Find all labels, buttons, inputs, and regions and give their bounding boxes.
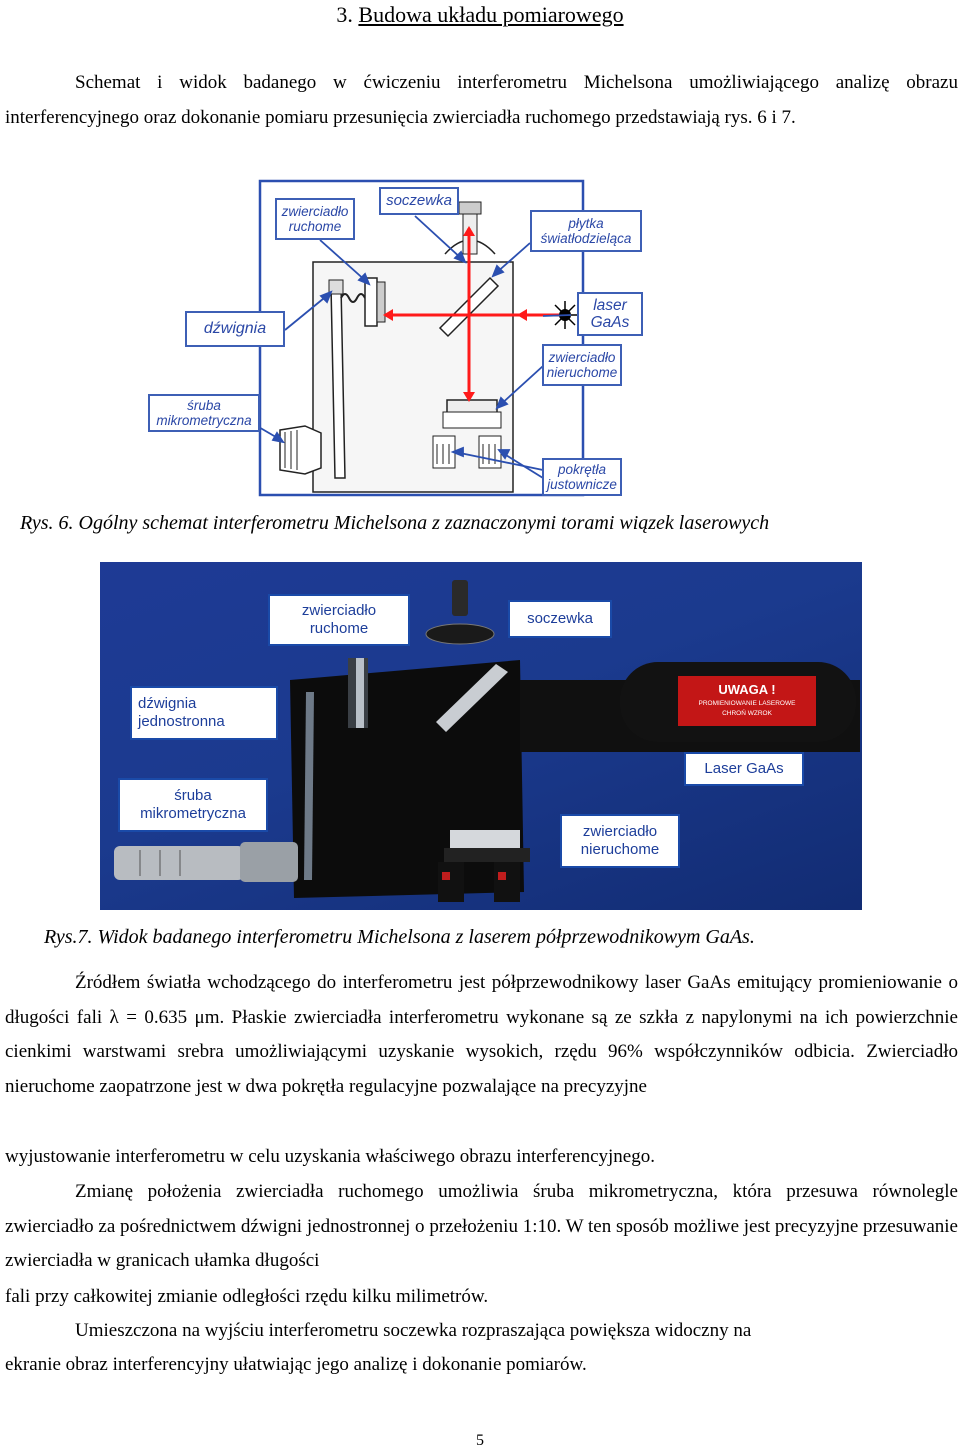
paragraph-lens: Umieszczona na wyjściu interferometru so…: [5, 1314, 958, 1349]
label-lens: soczewka: [379, 187, 459, 215]
page-number: 5: [476, 1432, 484, 1449]
figure-6-schematic: zwierciadło ruchome soczewka płytka świa…: [145, 178, 650, 498]
photo-label-lever: dźwignia jednostronna: [130, 686, 278, 740]
laser-warning-sub2: CHROŃ WZROK: [722, 710, 772, 717]
interferometer-photo-drawing: [114, 580, 860, 902]
label-mirror-fixed: zwierciadło nieruchome: [542, 344, 622, 386]
label-mirror-moving: zwierciadło ruchome: [275, 198, 355, 240]
paragraph-light-source: Źródłem światła wchodzącego do interfero…: [5, 966, 958, 1104]
laser-warning-sub1: PROMIENIOWANIE LASEROWE: [698, 700, 796, 707]
label-lever: dźwignia: [185, 311, 285, 347]
paragraph-2-text: Zmianę położenia zwierciadła ruchomego u…: [5, 1181, 958, 1272]
figure-7-caption: Rys.7. Widok badanego interferometru Mic…: [44, 926, 755, 948]
photo-label-laser: Laser GaAs: [684, 752, 804, 786]
paragraph-light-source-last-line: wyjustowanie interferometru w celu uzysk…: [5, 1146, 655, 1167]
paragraph-1-text: Źródłem światła wchodzącego do interfero…: [5, 972, 958, 1097]
label-micrometer-screw: śruba mikrometryczna: [148, 394, 260, 432]
intro-text: Schemat i widok badanego w ćwiczeniu int…: [5, 72, 958, 128]
section-number: 3.: [336, 2, 353, 27]
laser-warning-label: UWAGA !: [718, 682, 776, 697]
intro-paragraph: Schemat i widok badanego w ćwiczeniu int…: [5, 66, 958, 135]
photo-label-lens: soczewka: [508, 600, 612, 638]
paragraph-micrometer-last-line: fali przy całkowitej zmianie odległości …: [5, 1286, 489, 1307]
label-beamsplitter: płytka światłodzieląca: [530, 210, 642, 252]
paragraph-lens-last-line: ekranie obraz interferencyjny ułatwiając…: [5, 1354, 587, 1375]
figure-7-photo: UWAGA ! PROMIENIOWANIE LASEROWE CHROŃ WZ…: [100, 562, 862, 910]
label-laser: laser GaAs: [577, 292, 643, 336]
figure-6-caption: Rys. 6. Ogólny schemat interferometru Mi…: [20, 512, 770, 534]
paragraph-micrometer: Zmianę położenia zwierciadła ruchomego u…: [5, 1175, 958, 1279]
photo-label-mirror-fixed: zwierciadło nieruchome: [560, 814, 680, 868]
label-adjustment-knobs: pokrętła justownicze: [542, 458, 622, 496]
section-heading: 3. Budowa układu pomiarowego: [0, 2, 960, 28]
section-title: Budowa układu pomiarowego: [358, 2, 624, 27]
paragraph-3-text: Umieszczona na wyjściu interferometru so…: [75, 1320, 752, 1341]
photo-label-mirror-moving: zwierciadło ruchome: [268, 594, 410, 646]
photo-label-micrometer-screw: śruba mikrometryczna: [118, 778, 268, 832]
interferometer-schematic-drawing: [256, 179, 585, 497]
